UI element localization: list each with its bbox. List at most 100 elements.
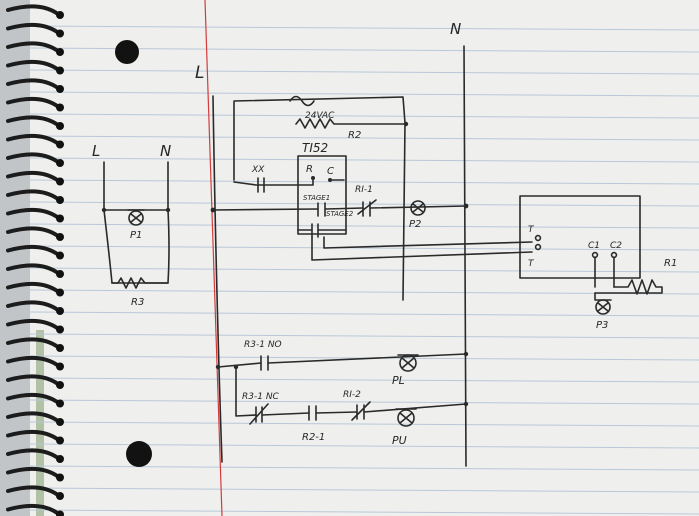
spiral-ring <box>6 337 60 349</box>
label-pl: PL <box>392 374 405 387</box>
spiral-hole <box>56 381 64 389</box>
label-xx: XX <box>251 165 265 175</box>
ruled-line <box>29 377 699 383</box>
spiral-hole <box>56 159 64 167</box>
label-l-left: L <box>92 142 100 160</box>
main-circuit <box>210 45 663 467</box>
label-p1: P1 <box>130 230 142 241</box>
spiral-hole <box>56 48 64 56</box>
label-stage1: STAGE1 <box>303 194 330 202</box>
ruled-line <box>29 245 699 251</box>
spiral-hole <box>56 399 64 408</box>
label-24vac: 24VAC <box>305 111 335 121</box>
spiral-ring <box>6 152 60 164</box>
spiral-ring <box>6 392 60 405</box>
ruled-line <box>29 157 699 163</box>
spiral-ring <box>6 263 60 275</box>
spiral-ring <box>6 78 60 90</box>
label-p3: P3 <box>596 320 608 331</box>
spiral-ring <box>6 244 60 257</box>
spiral-hole <box>56 233 64 241</box>
spiral-hole <box>56 455 64 463</box>
spiral-hole <box>56 29 64 38</box>
spiral-hole <box>56 270 64 278</box>
spiral-ring <box>6 318 60 331</box>
spiral-ring <box>6 411 60 423</box>
spiral-ring <box>6 41 60 53</box>
ruled-line <box>29 25 699 31</box>
ruled-line <box>29 267 699 273</box>
spiral-ring <box>6 374 60 386</box>
spiral-ring <box>6 189 60 201</box>
label-t-bottom: T <box>528 259 535 269</box>
spiral-hole <box>56 510 64 516</box>
spiral-ring <box>6 503 60 516</box>
spiral-hole <box>56 436 64 445</box>
spiral-ring <box>6 448 60 460</box>
spiral-hole <box>56 11 64 19</box>
spiral-ring <box>6 4 60 16</box>
spiral-ring <box>6 429 60 442</box>
label-c2: C2 <box>610 241 622 251</box>
label-p2: P2 <box>409 219 421 230</box>
label-r2: R2 <box>348 130 361 141</box>
spiral-hole <box>56 492 64 500</box>
spiral-hole <box>56 251 64 260</box>
spiral-hole <box>56 362 64 371</box>
margin-line <box>204 0 223 516</box>
spiral-ring <box>6 59 60 72</box>
spiral-hole <box>56 85 64 93</box>
ruled-line <box>29 223 699 229</box>
punch-hole-top <box>115 40 139 64</box>
spiral-hole <box>56 473 64 482</box>
spiral-hole <box>56 122 64 130</box>
spiral-hole <box>56 140 64 149</box>
spiral-hole <box>56 196 64 204</box>
spiral-ring <box>6 466 60 479</box>
spiral-binding <box>6 4 64 516</box>
spiral-hole <box>56 66 64 75</box>
label-r: R <box>306 164 313 175</box>
label-r3-1-nc: R3-1 NC <box>242 392 280 402</box>
label-r3: R3 <box>131 297 144 308</box>
label-l-main: L <box>195 63 204 83</box>
spiral-hole <box>56 344 64 352</box>
spiral-ring <box>6 207 60 220</box>
spiral-ring <box>6 485 60 497</box>
spiral-ring <box>6 115 60 127</box>
punch-hole-bottom <box>126 441 152 467</box>
spiral-ring <box>6 355 60 368</box>
spiral-hole <box>56 418 64 426</box>
ruled-line <box>29 487 699 493</box>
spiral-ring <box>6 300 60 312</box>
ruled-line <box>29 333 699 339</box>
label-r3-1-no: R3-1 NO <box>244 340 282 350</box>
ruled-line <box>29 311 699 317</box>
ruled-line <box>29 289 699 295</box>
label-n-main: N <box>450 20 461 38</box>
label-r2-1: R2-1 <box>302 432 325 443</box>
label-r1: R1 <box>664 258 677 269</box>
label-n-left: N <box>160 142 171 160</box>
left-mini-circuit <box>101 161 171 289</box>
spiral-hole <box>56 325 64 334</box>
label-r1-1: RI-1 <box>355 185 373 195</box>
ruled-line <box>29 91 699 97</box>
ruled-line <box>29 47 699 53</box>
label-t-top: T <box>528 225 535 235</box>
ruled-line <box>29 179 699 185</box>
ruled-line <box>29 421 699 427</box>
green-page-edge <box>36 330 44 516</box>
spiral-ring <box>6 22 60 35</box>
spiral-ring <box>6 170 60 183</box>
spiral-ring <box>6 226 60 238</box>
spiral-ring <box>6 281 60 294</box>
spiral-hole <box>56 177 64 186</box>
label-stage2: STAGE2 <box>326 210 354 218</box>
label-pu: PU <box>392 434 407 447</box>
label-c1: C1 <box>588 241 600 251</box>
ruled-line <box>29 509 699 515</box>
label-r1-2: RI-2 <box>343 390 361 400</box>
ruled-line <box>29 69 699 75</box>
